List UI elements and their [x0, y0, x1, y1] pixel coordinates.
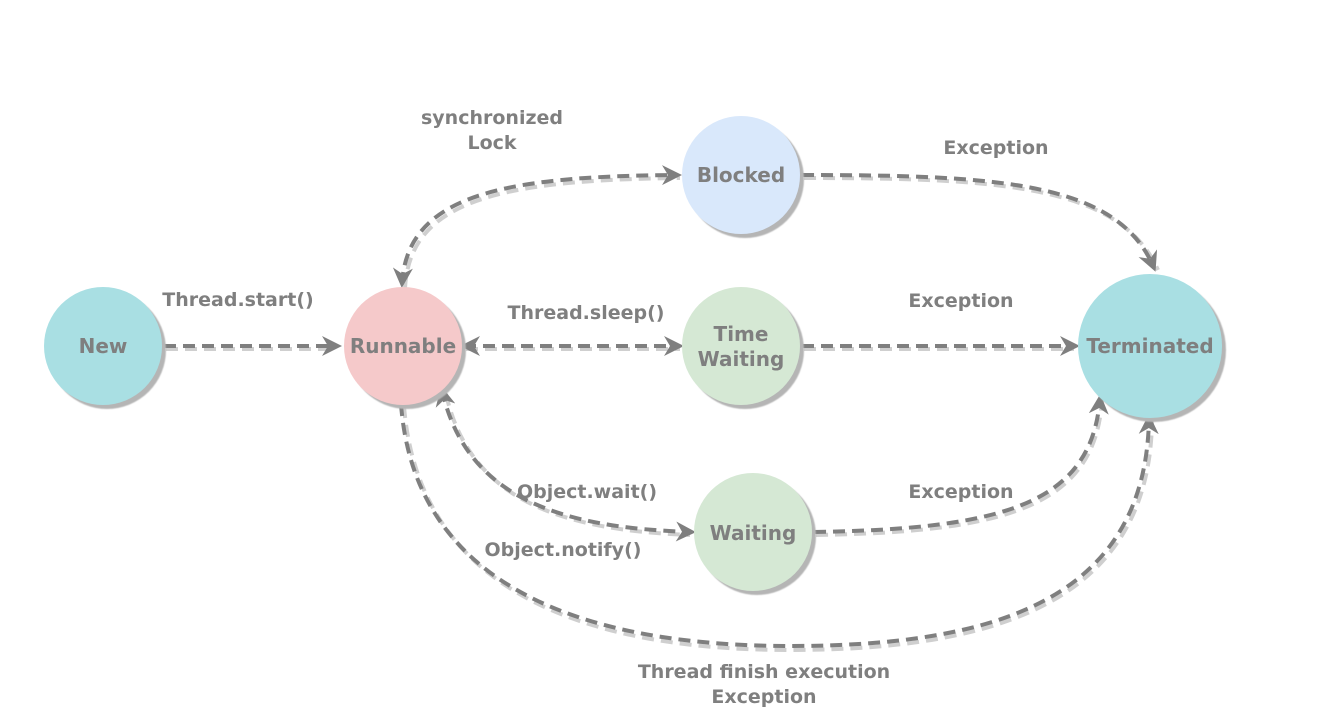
- edge-labels: Thread.start() synchronized Lock Excepti…: [162, 107, 1048, 708]
- edge-runnable-waiting: [435, 386, 696, 542]
- label-thread-sleep: Thread.sleep(): [508, 302, 665, 324]
- edge-blocked-term-shadow: [803, 176, 1160, 271]
- node-time-waiting-circle: [682, 287, 800, 405]
- node-waiting-circle: [694, 473, 812, 591]
- node-runnable-label: Runnable: [350, 334, 456, 358]
- edge-finish-shadow: [402, 405, 1154, 653]
- label-blocked-exception: Exception: [943, 137, 1048, 159]
- label-thread-start: Thread.start(): [162, 289, 313, 311]
- node-waiting: Waiting: [694, 473, 812, 591]
- node-waiting-label: Waiting: [710, 521, 797, 545]
- label-finish-exception: Exception: [711, 686, 816, 708]
- node-blocked-circle: [682, 116, 800, 234]
- edges: [164, 165, 1160, 653]
- edge-waiting-terminated: [813, 394, 1109, 534]
- node-new: New: [44, 287, 162, 405]
- node-blocked-label: Blocked: [697, 163, 785, 187]
- nodes: New Runnable Blocked Time Waiting Waitin…: [44, 116, 1222, 591]
- node-blocked: Blocked: [682, 116, 800, 234]
- edge-runnable-terminated: [399, 403, 1159, 649]
- label-thread-finish: Thread finish execution: [638, 661, 890, 683]
- node-terminated: Terminated: [1078, 274, 1222, 418]
- label-object-notify: Object.notify(): [485, 539, 642, 561]
- node-new-circle: [44, 287, 162, 405]
- label-time-waiting-exception: Exception: [908, 290, 1013, 312]
- label-synchronized: synchronized: [421, 107, 563, 129]
- node-new-label: New: [79, 334, 128, 358]
- edge-wait-shadow: [444, 393, 691, 537]
- node-time-waiting-label-line2: Waiting: [698, 347, 785, 371]
- node-runnable-circle: [344, 287, 462, 405]
- node-runnable: Runnable: [344, 287, 462, 405]
- node-terminated-label: Terminated: [1086, 334, 1213, 358]
- edge-blocked-terminated: [801, 173, 1158, 272]
- edge-runnable-blocked: [392, 165, 682, 288]
- node-terminated-circle: [1078, 274, 1222, 418]
- label-waiting-exception: Exception: [908, 481, 1013, 503]
- edge-blocked-shadow: [403, 176, 681, 289]
- edge-w-term-shadow: [815, 399, 1104, 537]
- label-object-wait: Object.wait(): [517, 481, 657, 503]
- node-time-waiting-label-line1: Time: [714, 322, 769, 346]
- node-time-waiting: Time Waiting: [682, 287, 800, 405]
- label-lock: Lock: [467, 132, 516, 154]
